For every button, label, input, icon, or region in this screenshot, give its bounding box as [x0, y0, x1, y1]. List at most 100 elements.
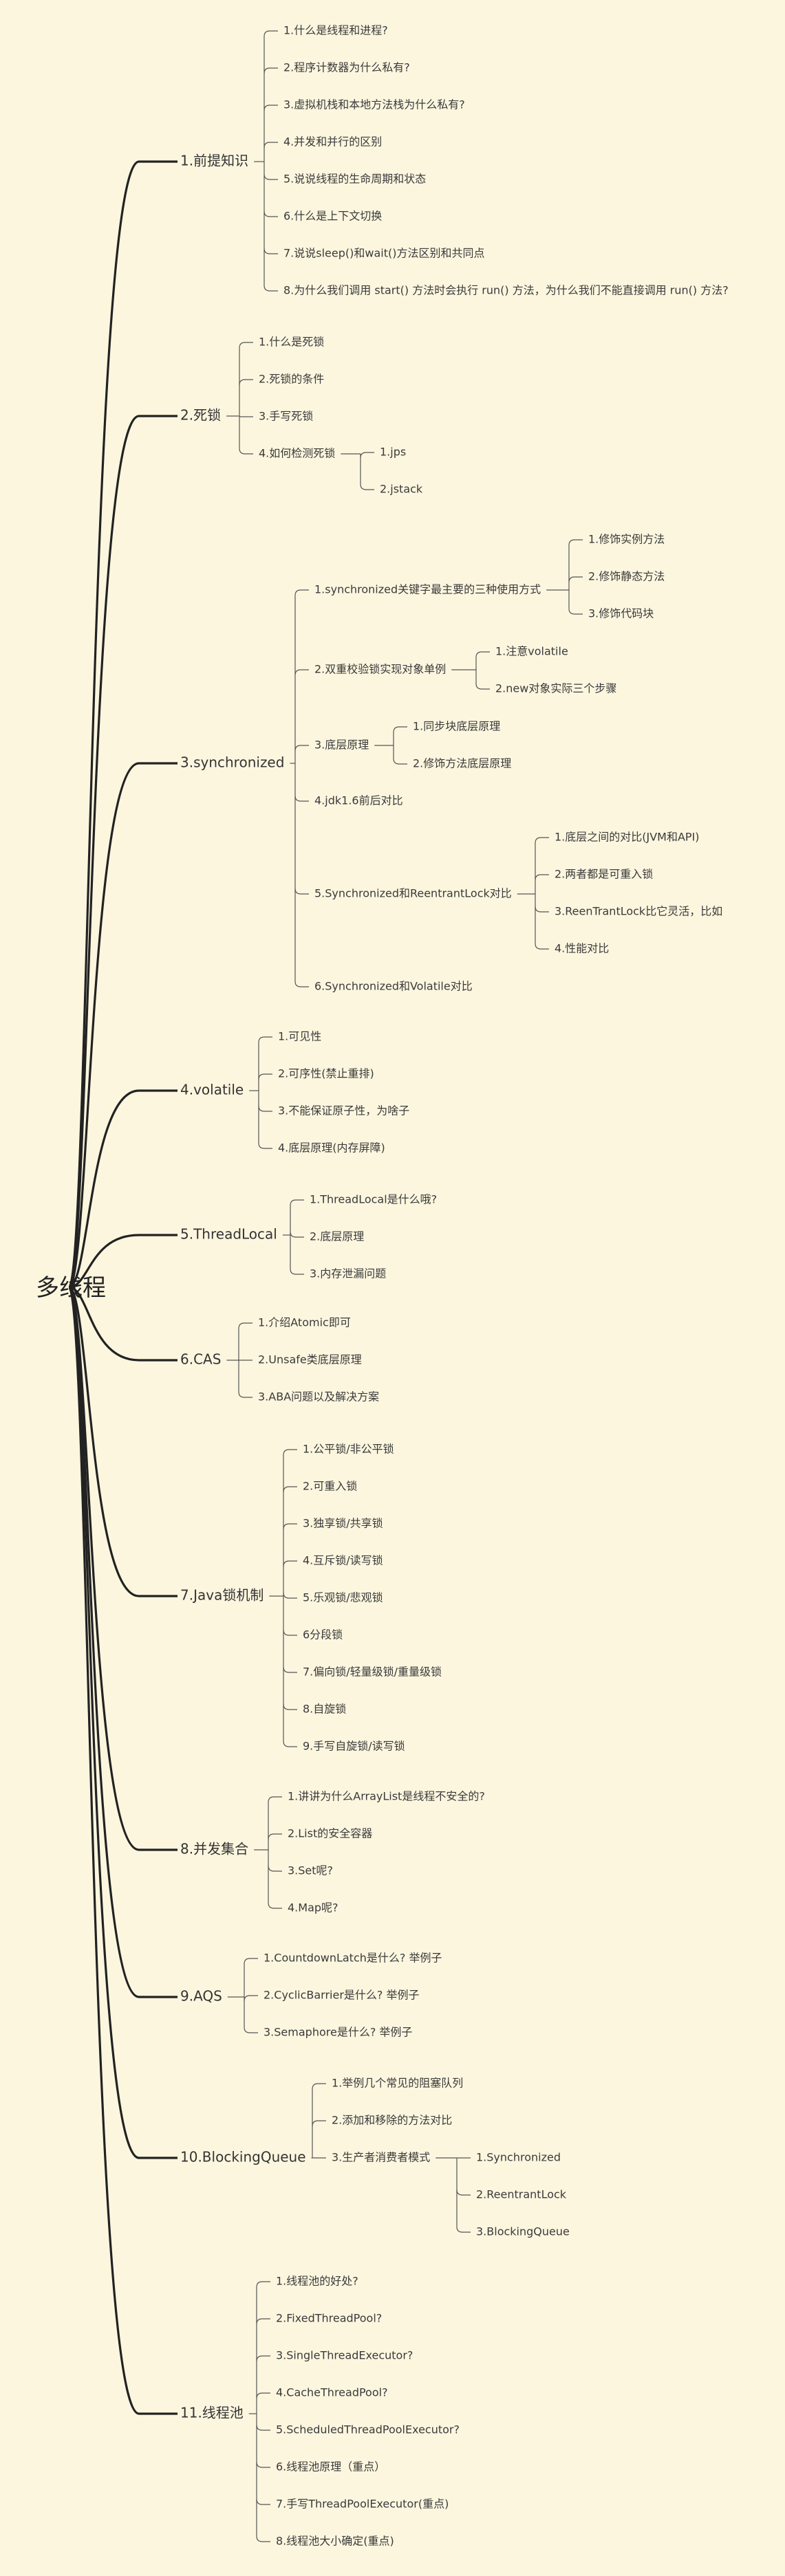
branch-3-item-6[interactable]: 6.Synchronized和Volatile对比: [314, 980, 473, 993]
branch-edge: [68, 1234, 178, 1289]
branch-7-item-9[interactable]: 9.手写自旋锁/读写锁: [303, 1740, 405, 1753]
branch-4-label[interactable]: 4.volatile: [180, 1082, 244, 1098]
branch-2-item-1[interactable]: 1.什么是死锁: [259, 336, 324, 349]
branch-10-item-3-sub-2[interactable]: 2.ReentrantLock: [476, 2188, 567, 2201]
bracket-arm: [238, 1391, 252, 1398]
branch-9-item-3[interactable]: 3.Semaphore是什么? 举例子: [264, 2026, 412, 2039]
bracket-arm: [264, 30, 278, 37]
branch-7-item-2[interactable]: 2.可重入锁: [303, 1480, 357, 1493]
branch-6-item-2[interactable]: 2.Unsafe类底层原理: [258, 1353, 362, 1366]
branch-3-item-5[interactable]: 5.Synchronized和ReentrantLock对比: [314, 887, 512, 900]
bracket-arm: [283, 1560, 297, 1567]
branch-1-item-6[interactable]: 6.什么是上下文切换: [283, 210, 382, 223]
branch-7-label[interactable]: 7.Java锁机制: [180, 1587, 264, 1604]
branch-1-item-3[interactable]: 3.虚拟机栈和本地方法栈为什么私有?: [283, 98, 465, 111]
branch-3-item-1-sub-3[interactable]: 3.修饰代码块: [588, 607, 654, 620]
branch-10-item-3[interactable]: 3.生产者消费者模式: [332, 2151, 430, 2164]
branch-3-label[interactable]: 3.synchronized: [180, 754, 284, 771]
branch-8-item-2[interactable]: 2.List的安全容器: [288, 1827, 372, 1840]
branch-1-item-4[interactable]: 4.并发和并行的区别: [283, 135, 382, 149]
branch-7-item-8[interactable]: 8.自旋锁: [303, 1703, 346, 1716]
branch-8-item-1[interactable]: 1.讲讲为什么ArrayList是线程不安全的?: [288, 1790, 485, 1803]
branch-2-item-4-sub-1[interactable]: 1.jps: [380, 446, 406, 459]
branch-7-item-4[interactable]: 4.互斥锁/读写锁: [303, 1554, 383, 1567]
branch-11-item-2[interactable]: 2.FixedThreadPool?: [276, 2312, 382, 2325]
branch-3-item-2-sub-1[interactable]: 1.注意volatile: [495, 645, 568, 658]
branch-3-item-5-sub-3[interactable]: 3.ReenTrantLock比它灵活，比如: [555, 905, 722, 918]
branch-7-item-1[interactable]: 1.公平锁/非公平锁: [303, 1443, 394, 1456]
root-node-label[interactable]: 多线程: [36, 1274, 106, 1302]
branch-1-item-5[interactable]: 5.说说线程的生命周期和状态: [283, 173, 426, 186]
branch-1-item-7[interactable]: 7.说说sleep()和wait()方法区别和共同点: [283, 247, 484, 260]
branch-11-item-1[interactable]: 1.线程池的好处?: [276, 2275, 358, 2288]
branch-3-item-5-sub-2[interactable]: 2.两者都是可重入锁: [555, 868, 653, 881]
branch-6-item-1[interactable]: 1.介绍Atomic即可: [258, 1316, 351, 1329]
branch-2-label[interactable]: 2.死锁: [180, 407, 221, 424]
branch-1-label[interactable]: 1.前提知识: [180, 153, 248, 169]
branch-2-item-2[interactable]: 2.死锁的条件: [259, 373, 324, 386]
branch-8-item-3[interactable]: 3.Set呢?: [288, 1864, 333, 1877]
branch-11-item-7[interactable]: 7.手写ThreadPoolExecutor(重点): [276, 2498, 449, 2511]
branch-3-item-5-sub-4[interactable]: 4.性能对比: [555, 942, 609, 955]
branch-edge: [67, 1286, 178, 1998]
bracket-arm: [264, 285, 278, 292]
branch-7-item-5[interactable]: 5.乐观锁/悲观锁: [303, 1591, 383, 1604]
bracket-arm: [283, 1666, 297, 1673]
branch-10-item-3-sub-3[interactable]: 3.BlockingQueue: [476, 2225, 570, 2238]
branch-5-item-2[interactable]: 2.底层原理: [310, 1230, 364, 1243]
bracket-arm: [568, 539, 583, 546]
branch-1-item-2[interactable]: 2.程序计数器为什么私有?: [283, 61, 410, 74]
branch-9-item-2[interactable]: 2.CyclicBarrier是什么? 举例子: [264, 1989, 420, 2002]
branch-6-label[interactable]: 6.CAS: [180, 1351, 221, 1368]
branch-7-item-7[interactable]: 7.偏向锁/轻量级锁/重量级锁: [303, 1666, 442, 1679]
bracket-arm: [294, 795, 309, 802]
branch-3-item-3[interactable]: 3.底层原理: [314, 739, 369, 752]
branch-5-label[interactable]: 5.ThreadLocal: [180, 1226, 277, 1243]
branch-1-item-1[interactable]: 1.什么是线程和进程?: [283, 24, 388, 37]
branch-3-item-3-sub-2[interactable]: 2.修饰方法底层原理: [413, 757, 511, 770]
branch-4-item-3[interactable]: 3.不能保证原子性，为啥子: [278, 1104, 409, 1117]
branch-3-item-2[interactable]: 2.双重校验锁实现对象单例: [314, 663, 446, 676]
branch-4-item-4[interactable]: 4.底层原理(内存屏障): [278, 1142, 385, 1155]
branch-10-item-1[interactable]: 1.举例几个常见的阻塞队列: [332, 2077, 463, 2090]
branch-2-item-3[interactable]: 3.手写死锁: [259, 410, 313, 423]
branch-3-item-1-sub-1[interactable]: 1.修饰实例方法: [588, 533, 665, 546]
bracket-arm: [294, 888, 309, 895]
branch-4-item-2[interactable]: 2.可序性(禁止重排): [278, 1067, 374, 1080]
bracket-arm: [290, 1231, 304, 1238]
branch-2-item-4-sub-2[interactable]: 2.jstack: [380, 483, 423, 496]
branch-4-item-1[interactable]: 1.可见性: [278, 1030, 321, 1043]
branch-2-item-4[interactable]: 4.如何检测死锁: [259, 447, 335, 460]
branch-3-item-1[interactable]: 1.synchronized关键字最主要的三种使用方式: [314, 583, 541, 596]
branch-3-item-5-sub-1[interactable]: 1.底层之间的对比(JVM和API): [555, 831, 700, 844]
bracket-arm: [568, 576, 583, 583]
branch-8-item-4[interactable]: 4.Map呢?: [288, 1901, 338, 1914]
bracket-arm: [268, 1902, 282, 1909]
branch-6-item-3[interactable]: 3.ABA问题以及解决方案: [258, 1390, 379, 1404]
branch-3-item-2-sub-2[interactable]: 2.new对象实际三个步骤: [495, 682, 616, 695]
branch-9-item-1[interactable]: 1.CountdownLatch是什么? 举例子: [264, 1952, 442, 1965]
branch-7-item-3[interactable]: 3.独享锁/共享锁: [303, 1517, 383, 1530]
branch-10-item-3-sub-1[interactable]: 1.Synchronized: [476, 2151, 561, 2164]
branch-5-item-3[interactable]: 3.内存泄漏问题: [310, 1267, 386, 1280]
branch-11-item-6[interactable]: 6.线程池原理（重点）: [276, 2460, 385, 2474]
branch-7-item-6[interactable]: 6分段锁: [303, 1628, 343, 1641]
branch-11-label[interactable]: 11.线程池: [180, 2405, 244, 2421]
branch-11-item-5[interactable]: 5.ScheduledThreadPoolExecutor?: [276, 2423, 460, 2436]
bracket-arm: [535, 906, 549, 913]
branch-10-item-2[interactable]: 2.添加和移除的方法对比: [332, 2114, 452, 2127]
branch-1-item-8[interactable]: 8.为什么我们调用 start() 方法时会执行 run() 方法，为什么我们不…: [283, 284, 729, 297]
bracket-arm: [264, 142, 278, 149]
bracket-arm: [264, 210, 278, 217]
branch-11-item-3[interactable]: 3.SingleThreadExecutor?: [276, 2349, 413, 2362]
branch-5-item-1[interactable]: 1.ThreadLocal是什么哦?: [310, 1193, 437, 1206]
branch-8-label[interactable]: 8.并发集合: [180, 1841, 248, 1857]
branch-3-item-4[interactable]: 4.jdk1.6前后对比: [314, 794, 403, 807]
branch-11-item-4[interactable]: 4.CacheThreadPool?: [276, 2386, 388, 2399]
branch-11-item-8[interactable]: 8.线程池大小确定(重点): [276, 2535, 394, 2548]
branch-9-label[interactable]: 9.AQS: [180, 1988, 222, 2005]
branch-3-item-1-sub-2[interactable]: 2.修饰静态方法: [588, 570, 665, 583]
branch-10-label[interactable]: 10.BlockingQueue: [180, 2149, 306, 2165]
branch-3-item-3-sub-1[interactable]: 1.同步块底层原理: [413, 720, 500, 733]
bracket-arm: [568, 608, 583, 615]
